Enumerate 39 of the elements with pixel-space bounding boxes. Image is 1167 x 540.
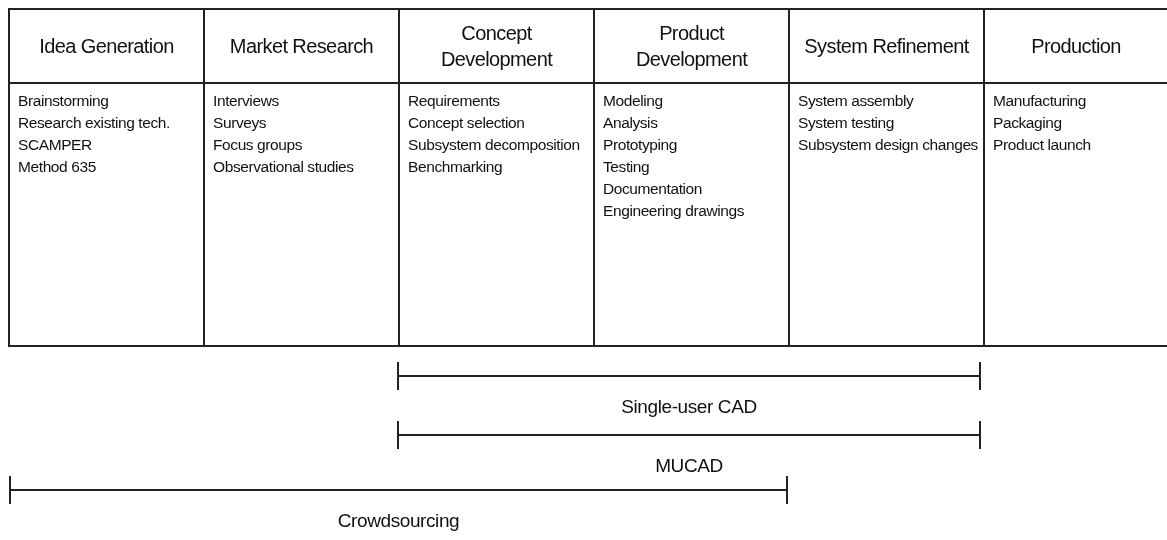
activity-item: Documentation [603, 179, 703, 199]
activity-item: Subsystem design changes [798, 135, 978, 155]
activity-item: Subsystem decomposition [408, 135, 580, 155]
span-label: Single-user CAD [621, 396, 757, 418]
activity-item: Packaging [993, 113, 1062, 133]
column-heading: Concept Development [439, 21, 554, 72]
table-column [8, 8, 203, 347]
activity-item: Requirements [408, 91, 500, 111]
activity-item: Benchmarking [408, 157, 503, 177]
table-column [398, 8, 593, 347]
table-column [983, 8, 1167, 347]
activity-item: Analysis [603, 113, 658, 133]
activity-item: Manufacturing [993, 91, 1087, 111]
activity-item: System assembly [798, 91, 914, 111]
table-column [203, 8, 398, 347]
activity-item: Method 635 [18, 157, 96, 177]
activity-item: Engineering drawings [603, 201, 745, 221]
activity-item: Focus groups [213, 135, 303, 155]
span-label: MUCAD [655, 455, 723, 477]
table-column [788, 8, 983, 347]
activity-item: Observational studies [213, 157, 354, 177]
activity-item: SCAMPER [18, 135, 92, 155]
activity-item: Prototyping [603, 135, 677, 155]
activity-item: Research existing tech. [18, 113, 170, 133]
column-heading: Idea Generation [39, 34, 174, 59]
column-heading: Market Research [229, 34, 374, 59]
column-heading: System Refinement [804, 34, 969, 59]
activity-item: Surveys [213, 113, 267, 133]
activity-item: Concept selection [408, 113, 525, 133]
column-heading: Production [1031, 34, 1121, 59]
activity-item: Interviews [213, 91, 279, 111]
table-column [593, 8, 788, 347]
activity-item: Testing [603, 157, 650, 177]
column-heading: Product Development [634, 21, 749, 72]
span-label: Crowdsourcing [337, 510, 460, 532]
activity-item: Brainstorming [18, 91, 109, 111]
activity-item: Modeling [603, 91, 663, 111]
activity-item: System testing [798, 113, 895, 133]
activity-item: Product launch [993, 135, 1091, 155]
